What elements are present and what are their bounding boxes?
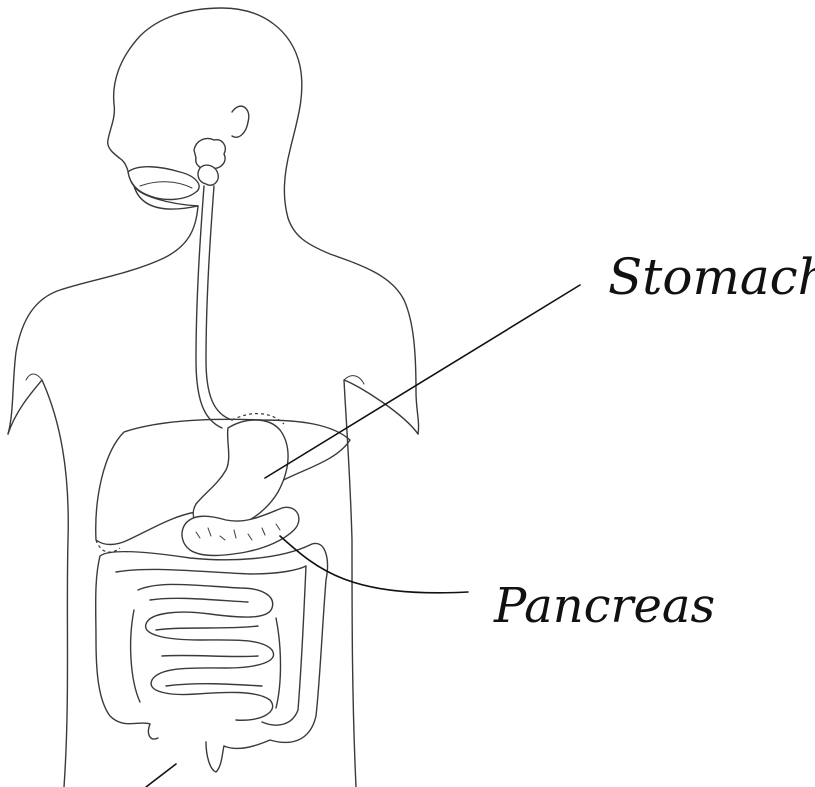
appendix [148,724,158,739]
pancreas-leader-line [280,536,468,593]
stomach-label: Stomach [608,248,815,306]
esophagus-right [206,186,232,420]
pancreas-label: Pancreas [493,578,715,634]
left-shoulder-outline [8,206,198,434]
upper-tract [128,138,232,428]
small-intestine [131,584,281,720]
bottom-partial-leader-line [146,764,176,787]
salivary-gland-upper [194,138,225,169]
left-arm-inner [26,374,42,380]
right-shoulder-outline [288,218,419,434]
stomach-leader-line [265,285,580,478]
right-arm-inner [344,376,364,384]
left-torso-outline [8,380,68,787]
body-outline [8,8,419,787]
ear-outline [232,106,249,137]
rectum [206,742,224,772]
salivary-gland-lower [198,165,218,185]
